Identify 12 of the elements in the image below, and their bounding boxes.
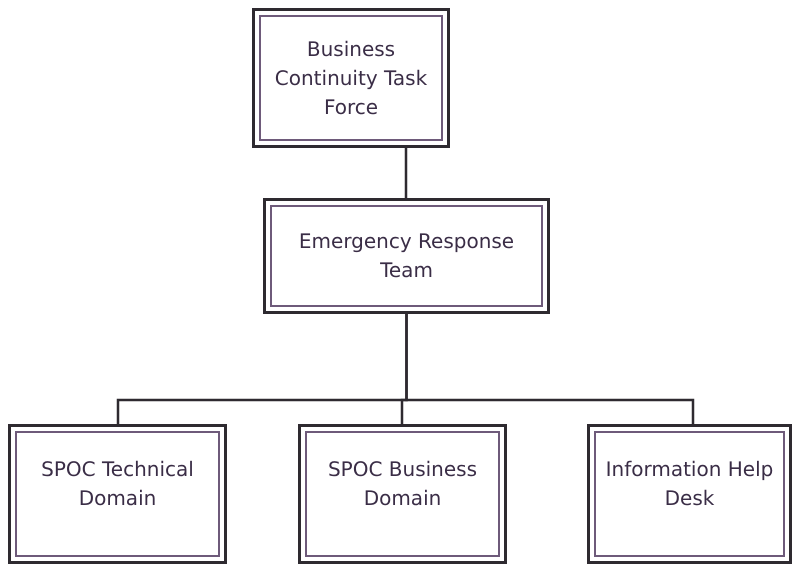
box-label: Emergency Response Team xyxy=(298,228,516,284)
org-box xyxy=(587,424,792,564)
connector-line xyxy=(404,148,408,198)
org-box xyxy=(252,8,450,148)
box-label: SPOC Technical Domain xyxy=(40,456,195,512)
box-label: SPOC Business Domain xyxy=(326,456,478,512)
org-box xyxy=(8,424,227,564)
box-label: Business Continuity Task Force xyxy=(274,36,428,120)
org-box xyxy=(263,198,550,314)
org-box xyxy=(298,424,507,564)
connector-line xyxy=(405,314,694,424)
box-label: Information Help Desk xyxy=(604,456,774,512)
